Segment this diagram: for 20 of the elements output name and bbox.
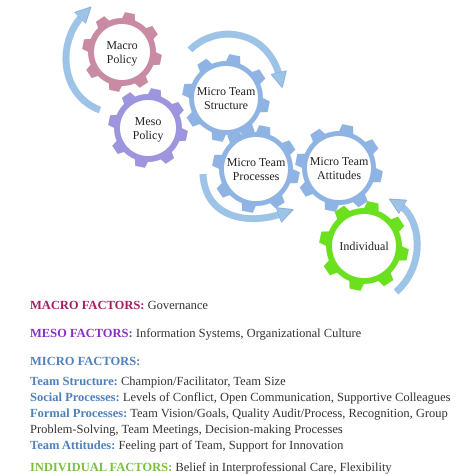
gear <box>108 88 188 168</box>
factor-text: Team Attitudes: Feeling part of Team, Support for Innovation <box>30 437 344 453</box>
gear-label: Meso Policy <box>132 114 164 142</box>
factor-text: MESO FACTORS: Information Systems, Organizational Culture <box>30 325 362 341</box>
gear-label: Individual <box>339 239 389 253</box>
gear <box>319 201 409 291</box>
factor-text: Team Structure: Champion/Facilitator, Team Size <box>30 373 287 389</box>
gear-label: Macro Policy <box>105 38 139 66</box>
factor-text: MACRO FACTORS: Governance <box>30 297 209 313</box>
gear <box>182 54 270 142</box>
gear-label: Micro Team Structure <box>196 84 256 112</box>
factor-text: Formal Processes: Team Vision/Goals, Quality Audit/Process, Recognition, Group Problem-Solving, Team Meetings, Decision-making Processes <box>30 405 449 437</box>
gear-label: Micro Team Attitudes <box>308 154 370 182</box>
gear <box>82 12 162 92</box>
factor-text: Social Processes: Levels of Conflict, Open Communication, Supportive Colleagues <box>30 389 452 405</box>
factor-text: INDIVIDUAL FACTORS: Belief in Interprofessional Care, Flexibility <box>30 459 393 474</box>
gear <box>295 124 383 212</box>
gear-label: Micro Team Processes <box>226 155 286 183</box>
gear <box>212 125 300 213</box>
section-heading: MICRO FACTORS: <box>30 353 142 369</box>
